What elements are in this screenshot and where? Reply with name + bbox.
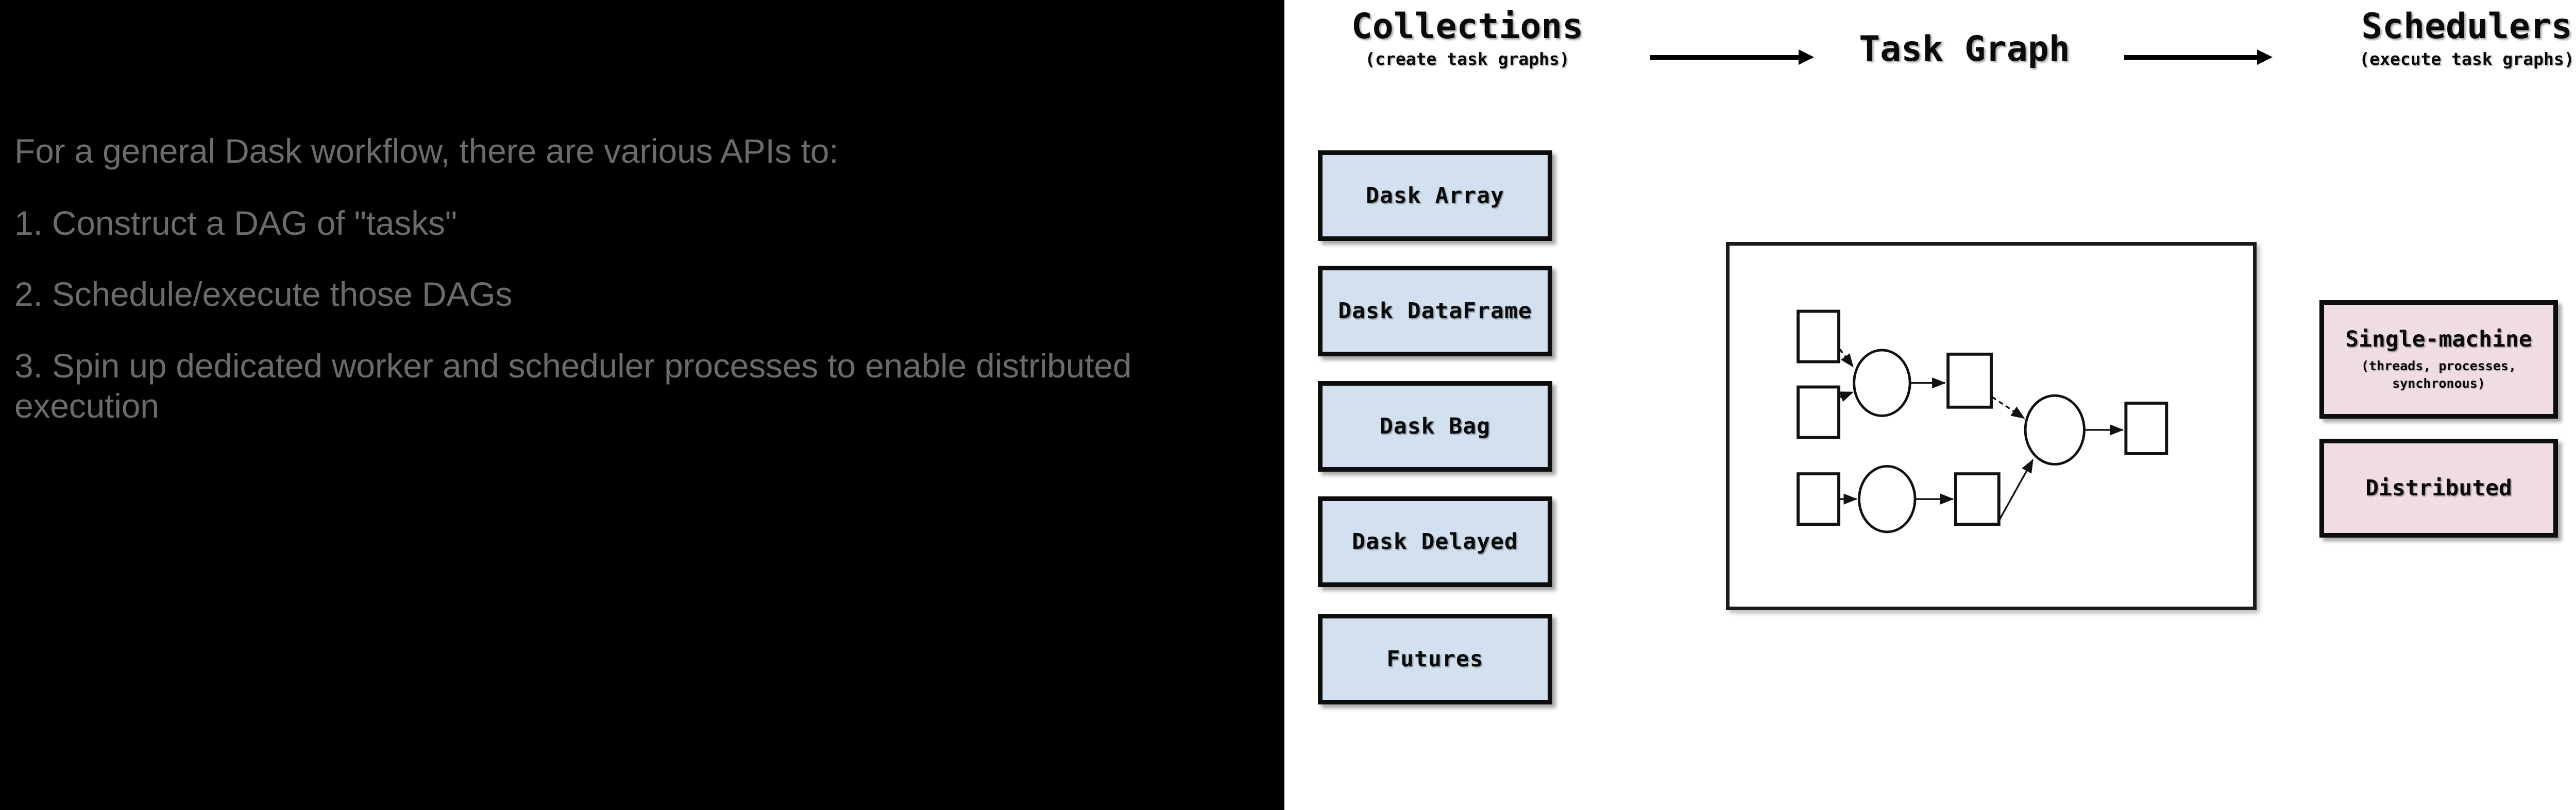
header-collections-subtitle: (create task graphs) (1365, 49, 1570, 69)
task-graph-dag (1797, 309, 2168, 533)
scheduler-box-label: Single-machine (2345, 326, 2532, 353)
collection-box-dask-delayed: Dask Delayed (1318, 496, 1552, 587)
collection-box-dask-dataframe: Dask DataFrame (1318, 266, 1552, 356)
arrow-right-icon-taskgraph-to-schedulers (2124, 49, 2274, 65)
task-graph-panel (1726, 242, 2257, 610)
edge-r3-e2 (1992, 396, 2025, 419)
collection-box-dask-array: Dask Array (1318, 150, 1552, 241)
arrow-head (2257, 49, 2273, 65)
edge-r1-e1 (1839, 348, 1854, 368)
collection-box-dask-bag: Dask Bag (1318, 381, 1552, 472)
collection-box-label: Dask DataFrame (1338, 298, 1532, 324)
arrow-right-icon-collections-to-taskgraph (1650, 49, 1815, 65)
header-schedulers-title: Schedulers (2361, 6, 2572, 47)
collection-box-label: Dask Array (1366, 183, 1504, 209)
slide-bullet-1: 1. Construct a DAG of "tasks" (14, 204, 457, 242)
header-schedulers-subtitle: (execute task graphs) (2359, 49, 2574, 69)
header-collections-title: Collections (1351, 6, 1584, 47)
task-node-rect-3 (1946, 352, 1993, 409)
task-node-ellipse-1 (1853, 349, 1911, 417)
scheduler-box-sublabel: (threads, processes, synchronous) (2361, 358, 2517, 391)
header-schedulers: Schedulers (execute task graphs) (2286, 6, 2576, 69)
task-node-rect-6 (1954, 472, 2001, 526)
task-node-rect-1 (1797, 309, 1841, 364)
header-collections: Collections (create task graphs) (1297, 6, 1637, 69)
collection-box-futures: Futures (1318, 614, 1552, 704)
arrow-head (1799, 49, 1814, 65)
arrow-shaft (1650, 55, 1800, 60)
task-node-ellipse-2 (2024, 394, 2086, 466)
collection-box-label: Dask Delayed (1352, 529, 1518, 555)
slide-bullet-3: 3. Spin up dedicated worker and schedule… (14, 347, 1141, 425)
edge-r6-e2 (1998, 459, 2034, 522)
header-task-graph: Task Graph (1831, 32, 2098, 67)
task-node-ellipse-3 (1858, 464, 1917, 533)
task-node-rect-2 (1797, 385, 1841, 439)
scheduler-box-label: Distributed (2365, 475, 2512, 501)
slide-bullet-2: 2. Schedule/execute those DAGs (14, 275, 513, 313)
scheduler-box-distributed: Distributed (2319, 439, 2558, 538)
header-task-graph-title: Task Graph (1859, 29, 2070, 70)
scheduler-box-single-machine: Single-machine (threads, processes, sync… (2319, 300, 2558, 419)
task-node-rect-4 (2124, 401, 2168, 455)
dask-architecture-diagram: Collections (create task graphs) Task Gr… (1284, 0, 2576, 810)
slide-panel: For a general Dask workflow, there are v… (0, 0, 1284, 810)
edge-r2-e1 (1839, 391, 1854, 402)
task-node-rect-5 (1797, 472, 1841, 526)
slide-intro-text: For a general Dask workflow, there are v… (14, 132, 839, 170)
collection-box-label: Futures (1386, 646, 1484, 672)
collection-box-label: Dask Bag (1379, 413, 1491, 439)
arrow-shaft (2124, 55, 2258, 60)
